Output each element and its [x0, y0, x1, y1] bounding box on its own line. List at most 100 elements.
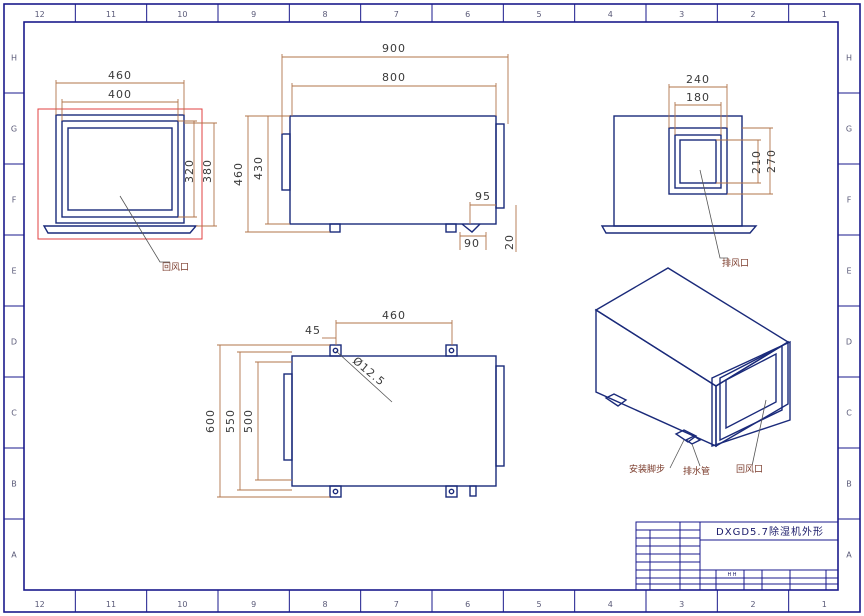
row-label-right-B: B — [846, 480, 852, 489]
row-label-left-C: C — [11, 409, 17, 418]
rear-base-plate — [600, 225, 758, 234]
side-dim-total-length: 900 — [382, 42, 406, 55]
front-base-plate — [42, 225, 198, 234]
rear-view: 240 180 210 270 排风口 — [600, 73, 778, 269]
row-label-left-A: A — [11, 551, 17, 560]
col-label-bottom-11: 11 — [106, 600, 116, 609]
rear-dim-outer-height: 270 — [765, 149, 778, 173]
col-label-top-5: 5 — [536, 10, 541, 19]
iso-grille-frame — [711, 340, 791, 447]
side-view: 900 800 460 430 95 90 20 — [232, 42, 517, 252]
col-label-top-10: 10 — [177, 10, 187, 19]
iso-right-face — [715, 340, 789, 448]
row-label-left-F: F — [12, 196, 17, 205]
col-label-top-3: 3 — [679, 10, 684, 19]
title-block: DXGD5.7除湿机外形 H H — [635, 521, 839, 591]
row-label-right-D: D — [846, 338, 852, 347]
row-label-right-F: F — [847, 196, 852, 205]
row-label-left-B: B — [11, 480, 17, 489]
front-label-return-air: 回风口 — [162, 262, 189, 273]
col-label-top-7: 7 — [394, 10, 399, 19]
rear-exhaust-inner — [679, 139, 717, 184]
col-label-bottom-7: 7 — [394, 600, 399, 609]
side-foot-left — [329, 223, 341, 233]
top-left-flange — [283, 373, 293, 461]
col-label-bottom-1: 1 — [822, 600, 827, 609]
iso-foot-left — [604, 393, 628, 407]
col-label-bottom-2: 2 — [750, 600, 755, 609]
col-label-top-11: 11 — [106, 10, 116, 19]
iso-grille-inner — [725, 352, 777, 430]
col-label-top-2: 2 — [750, 10, 755, 19]
side-left-flange — [281, 133, 291, 191]
top-mount-tr — [445, 344, 458, 357]
iso-drain — [684, 435, 702, 445]
front-frame-outer — [61, 120, 179, 218]
row-label-right-H: H — [846, 54, 852, 63]
row-label-left-E: E — [11, 267, 16, 276]
row-label-left-D: D — [11, 338, 17, 347]
col-label-bottom-5: 5 — [536, 600, 541, 609]
col-label-bottom-10: 10 — [177, 600, 187, 609]
top-right-flange — [495, 365, 505, 467]
top-dim-600: 600 — [204, 409, 217, 433]
row-label-right-A: A — [846, 551, 852, 560]
iso-grille-outer — [719, 344, 783, 442]
top-mount-tl — [329, 344, 342, 357]
front-dim-outer-width: 460 — [108, 69, 132, 82]
side-dim-foot-height: 20 — [503, 234, 516, 250]
col-label-top-6: 6 — [465, 10, 470, 19]
front-dim-outer-height: 380 — [201, 159, 214, 183]
row-zone-markers: H H G G F F E E D D C C B B A A — [4, 54, 860, 560]
rear-exhaust-outer — [674, 134, 722, 189]
top-dim-hole-spacing: 460 — [382, 309, 406, 322]
rear-flange — [668, 127, 728, 195]
front-dim-inner-width: 400 — [108, 88, 132, 101]
col-label-bottom-8: 8 — [322, 600, 327, 609]
iso-label-drain: 排水管 — [683, 465, 710, 477]
col-label-bottom-6: 6 — [465, 600, 470, 609]
front-view: 460 400 320 380 回风口 — [37, 69, 217, 273]
isometric-view: 安装脚步 排水管 回风口 — [594, 267, 791, 477]
col-label-top-1: 1 — [822, 10, 827, 19]
front-return-grille — [67, 127, 173, 211]
row-label-left-G: G — [11, 125, 17, 134]
rear-dim-inner-width: 180 — [686, 91, 710, 104]
top-drain — [469, 485, 477, 497]
front-dim-inner-height: 320 — [183, 159, 196, 183]
col-label-top-9: 9 — [251, 10, 256, 19]
rear-dim-inner-height: 210 — [750, 150, 763, 174]
side-dim-body-length: 800 — [382, 71, 406, 84]
side-dim-foot-offset: 95 — [475, 190, 491, 203]
side-dim-foot-width: 90 — [464, 237, 480, 250]
col-label-bottom-12: 12 — [35, 600, 45, 609]
iso-foot-front — [674, 429, 698, 443]
side-drain — [461, 223, 481, 233]
top-mount-br — [445, 485, 458, 498]
side-dim-body-height: 430 — [252, 156, 265, 180]
side-dim-total-height: 460 — [232, 162, 245, 186]
iso-label-mount-feet: 安装脚步 — [629, 463, 665, 475]
title-block-marks: H H — [727, 572, 736, 578]
row-label-right-G: G — [846, 125, 852, 134]
row-label-right-E: E — [846, 267, 851, 276]
col-label-bottom-4: 4 — [608, 600, 613, 609]
col-label-top-12: 12 — [35, 10, 45, 19]
front-view-highlight — [37, 108, 203, 240]
iso-label-return-air: 回风口 — [736, 464, 763, 475]
col-label-top-4: 4 — [608, 10, 613, 19]
side-right-flange — [495, 123, 505, 209]
row-label-right-C: C — [846, 409, 852, 418]
top-dim-550: 550 — [224, 409, 237, 433]
top-dim-500: 500 — [242, 409, 255, 433]
row-label-left-H: H — [11, 54, 17, 63]
rear-label-exhaust: 排风口 — [722, 257, 749, 269]
rear-dim-outer-width: 240 — [686, 73, 710, 86]
top-dim-edge-offset: 45 — [305, 324, 321, 337]
top-mount-bl — [329, 485, 342, 498]
side-foot-right — [445, 223, 457, 233]
front-body-outline — [55, 114, 185, 224]
